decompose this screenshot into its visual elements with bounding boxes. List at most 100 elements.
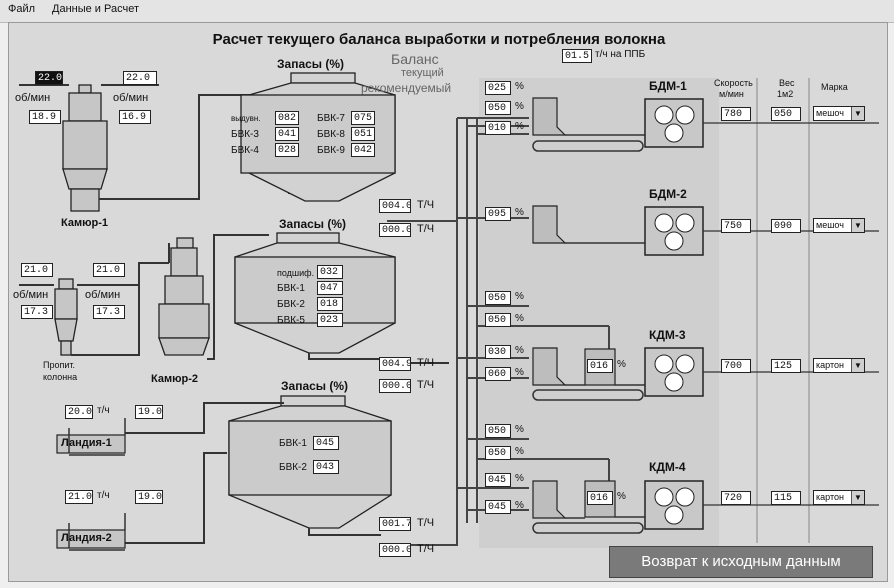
machine1-name: БДМ-1: [649, 79, 687, 93]
header-speed: Скорость: [714, 78, 753, 88]
machine-backdrop: [479, 78, 719, 548]
tank1-item5-value[interactable]: 051: [351, 127, 375, 141]
machine4-name: КДМ-4: [649, 460, 686, 474]
landia1-label: Ландия-1: [61, 437, 112, 449]
page-title: Расчет текущего баланса выработки и потр…: [212, 31, 666, 48]
machine2-chest: [532, 205, 567, 244]
machine3-tank-pct[interactable]: 016: [587, 359, 613, 373]
machine1-speed[interactable]: 780: [721, 107, 751, 121]
column-right-rpm-actual: 17.3: [93, 305, 125, 319]
landia1-body: [56, 434, 126, 454]
machine4-pct-2[interactable]: 050: [485, 446, 511, 460]
tank2-flow-recommended: 000.0: [379, 379, 411, 393]
landia1-unit: т/ч: [97, 405, 110, 416]
machine4-pct-4[interactable]: 045: [485, 500, 511, 514]
landia1-set[interactable]: 20.0: [65, 405, 93, 419]
kamyur1-left-rpm-actual: 18.9: [29, 110, 61, 124]
tank2-item4-value[interactable]: 023: [317, 313, 343, 327]
machine4-brand-select[interactable]: картон▼: [813, 490, 865, 505]
machine1-pct-1[interactable]: 025: [485, 81, 511, 95]
machine4-pct-4-unit: %: [515, 500, 524, 511]
machine1-brand-select[interactable]: мешоч ▼: [813, 106, 865, 121]
tank1-flow-current-unit: Т/Ч: [417, 199, 435, 211]
tank1-item1-value[interactable]: 082: [275, 111, 299, 125]
return-to-initial-data-button[interactable]: Возврат к исходным данным: [609, 546, 873, 578]
tank2-item2-value[interactable]: 047: [317, 281, 343, 295]
machine1-pct-1-unit: %: [515, 81, 524, 92]
machine3-brand-value: картон: [816, 360, 844, 370]
machine3-speed[interactable]: 700: [721, 359, 751, 373]
tank2-item4-label: БВК-5: [277, 315, 305, 326]
machine4-tank-pct[interactable]: 016: [587, 491, 613, 505]
tank1-item1-label: выдувн.: [231, 114, 261, 123]
tank1-flow-current: 004.0: [379, 199, 411, 213]
tank2-body: [234, 232, 396, 354]
header-weight: Вес: [779, 78, 795, 88]
tank1-title: Запасы (%): [277, 57, 345, 71]
machine1-weight[interactable]: 050: [771, 107, 801, 121]
machine4-pct-1[interactable]: 050: [485, 424, 511, 438]
column-label-line2: колонна: [43, 372, 78, 382]
landia2-set[interactable]: 21.0: [65, 490, 93, 504]
machine3-name: КДМ-3: [649, 328, 686, 342]
tank1-item3-label: БВК-4: [231, 145, 259, 156]
chevron-down-icon: ▼: [851, 107, 864, 120]
machine3-brand-select[interactable]: картон ▼: [813, 358, 865, 373]
machine2-weight[interactable]: 090: [771, 219, 801, 233]
ppb-input[interactable]: 01.5: [562, 49, 592, 63]
machine4-weight[interactable]: 115: [771, 491, 801, 505]
machine1-rolls: [644, 98, 704, 148]
menu-data-calc[interactable]: Данные и Расчет: [52, 3, 139, 15]
tank1-item6-value[interactable]: 042: [351, 143, 375, 157]
kamyur1-left-rpm-set[interactable]: 22.0: [35, 71, 63, 85]
machine2-pct-1[interactable]: 095: [485, 207, 511, 221]
tank2-item1-value[interactable]: 032: [317, 265, 343, 279]
machine3-rolls: [644, 347, 704, 397]
machine3-pct-2-unit: %: [515, 313, 524, 324]
tank1-item3-value[interactable]: 028: [275, 143, 299, 157]
tank1-flow-recommended: 000.0: [379, 223, 411, 237]
machine2-brand-select[interactable]: мешоч▼: [813, 218, 865, 233]
column-left-rpm-unit: об/мин: [13, 289, 49, 301]
machine3-chest: [532, 347, 567, 386]
machine1-brand-value: мешоч: [816, 108, 844, 118]
column-right-rpm-unit: об/мин: [85, 289, 121, 301]
menu-file[interactable]: Файл: [8, 3, 36, 15]
machine4-pct-3-unit: %: [515, 473, 524, 484]
machine1-pct-3[interactable]: 010: [485, 121, 511, 135]
column-label-line1: Пропит.: [43, 360, 76, 370]
tank1-item6-label: БВК-9: [317, 145, 345, 156]
tank3-flow-current-unit: Т/Ч: [417, 517, 435, 529]
kamyur1-right-rpm-set[interactable]: 22.0: [123, 71, 157, 85]
machine4-chest: [532, 480, 567, 519]
machine3-pct-3[interactable]: 030: [485, 345, 511, 359]
tank3-item2-value[interactable]: 043: [313, 460, 339, 474]
column-right-rpm-set[interactable]: 21.0: [93, 263, 125, 277]
tank1-item4-value[interactable]: 075: [351, 111, 375, 125]
landia2-actual: 19.0: [135, 490, 163, 504]
machine4-tank-pct-unit: %: [617, 491, 626, 502]
balance-current-label: текущий: [401, 67, 444, 79]
tank3-item1-value[interactable]: 045: [313, 436, 339, 450]
machine2-speed[interactable]: 750: [721, 219, 751, 233]
machine1-pct-2-unit: %: [515, 101, 524, 112]
tank1-item2-value[interactable]: 041: [275, 127, 299, 141]
machine3-pct-4[interactable]: 060: [485, 367, 511, 381]
machine1-pct-2[interactable]: 050: [485, 101, 511, 115]
machine3-weight[interactable]: 125: [771, 359, 801, 373]
machine2-rolls: [644, 206, 704, 256]
machine3-tank-pct-unit: %: [617, 359, 626, 370]
machine3-pct-2[interactable]: 050: [485, 313, 511, 327]
landia2-label: Ландия-2: [61, 532, 112, 544]
chevron-down-icon: ▼: [851, 359, 864, 372]
tank3-title: Запасы (%): [281, 379, 349, 393]
balance-recommended-label: рекомендуемый: [361, 81, 452, 95]
chevron-down-icon: ▼: [851, 491, 864, 504]
kamyur1-digester: [62, 84, 108, 212]
tank2-item3-value[interactable]: 018: [317, 297, 343, 311]
machine3-pct-1[interactable]: 050: [485, 291, 511, 305]
machine4-pct-2-unit: %: [515, 446, 524, 457]
machine4-speed[interactable]: 720: [721, 491, 751, 505]
machine4-pct-3[interactable]: 045: [485, 473, 511, 487]
column-left-rpm-set[interactable]: 21.0: [21, 263, 53, 277]
